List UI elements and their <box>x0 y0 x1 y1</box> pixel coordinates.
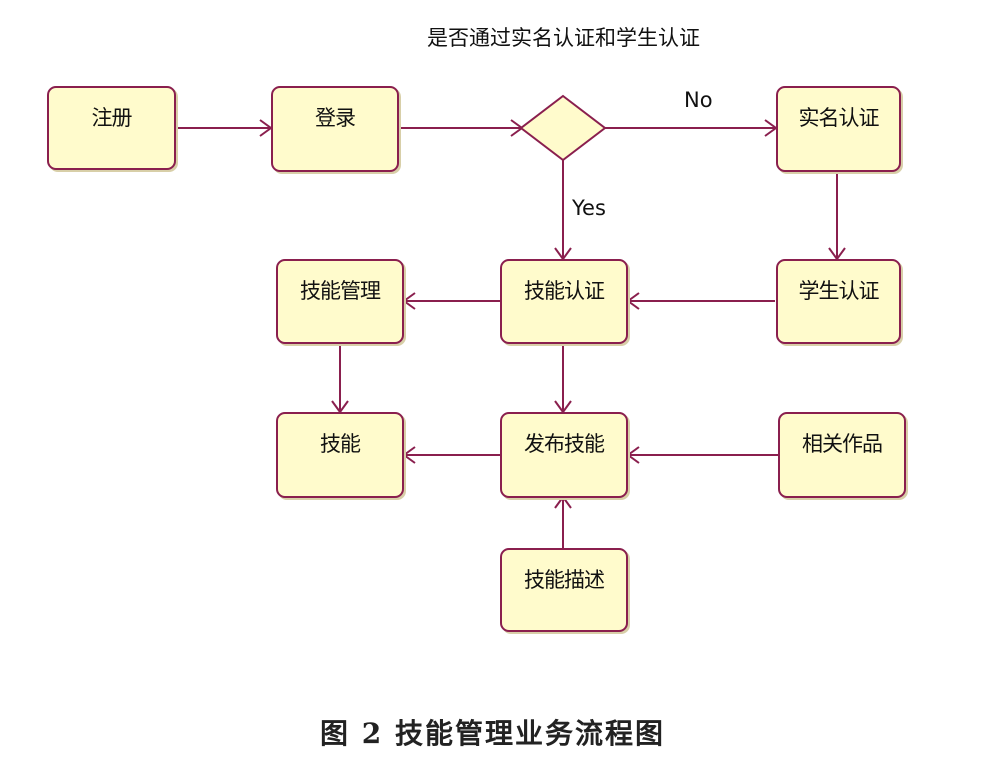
edge-label-no: No <box>684 88 713 112</box>
node-label: 相关作品 <box>802 432 883 456</box>
node-label: 技能描述 <box>524 568 605 592</box>
node-label: 注册 <box>91 106 133 130</box>
node-skill: 技能 <box>276 412 404 498</box>
node-related-works: 相关作品 <box>778 412 906 498</box>
node-label: 登录 <box>315 106 356 130</box>
node-realname-auth: 实名认证 <box>776 86 901 172</box>
node-student-auth: 学生认证 <box>776 259 901 344</box>
node-register: 注册 <box>47 86 176 170</box>
node-label: 实名认证 <box>798 106 880 130</box>
node-skill-description: 技能描述 <box>500 548 628 632</box>
node-label: 技能认证 <box>524 279 605 303</box>
node-skill-auth: 技能认证 <box>500 259 628 344</box>
arrowhead <box>626 446 640 464</box>
decision-question: 是否通过实名认证和学生认证 <box>427 26 700 50</box>
node-login: 登录 <box>271 86 399 172</box>
arrowhead <box>626 292 640 310</box>
node-label: 技能管理 <box>300 279 381 303</box>
node-label: 学生认证 <box>798 279 880 303</box>
decision-diamond <box>519 94 607 162</box>
arrowhead <box>402 292 416 310</box>
figure-caption: 图 2 技能管理业务流程图 <box>320 717 665 750</box>
node-skill-management: 技能管理 <box>276 259 404 344</box>
node-label: 发布技能 <box>524 432 605 456</box>
edge-label-yes: Yes <box>572 196 606 220</box>
arrowhead <box>402 446 416 464</box>
node-label: 技能 <box>320 432 361 456</box>
node-publish-skill: 发布技能 <box>500 412 628 498</box>
